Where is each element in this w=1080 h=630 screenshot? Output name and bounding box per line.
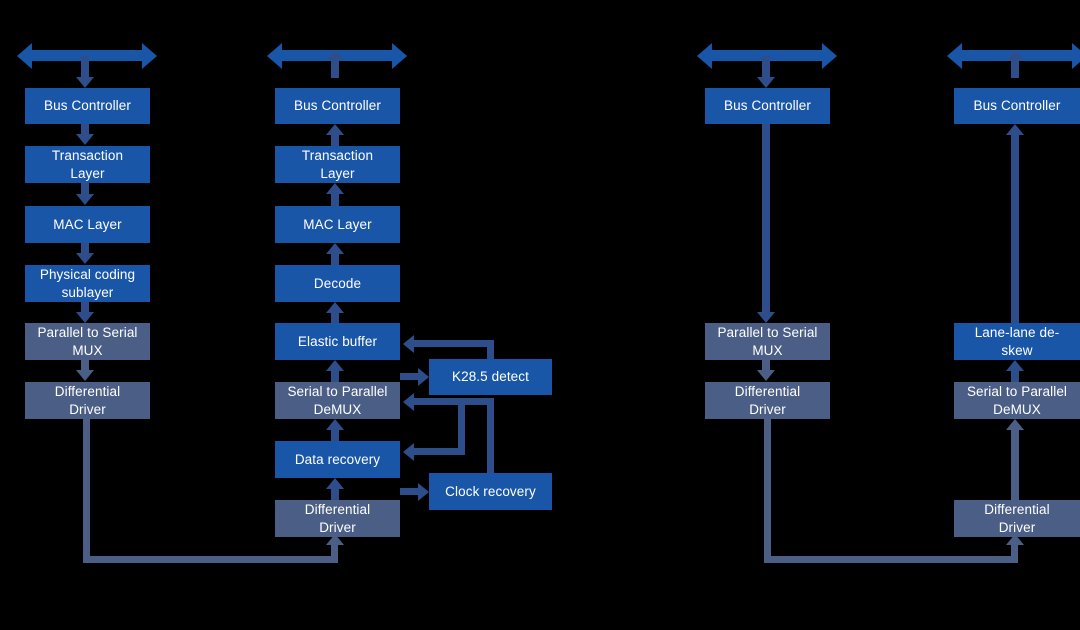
connector-k28-to-elastic-up	[487, 340, 494, 359]
block-parallel-to-serial-mux-col3[interactable]: Parallel to Serial MUX	[705, 323, 830, 360]
connector-c1-4	[81, 302, 89, 313]
bus-arrow-right-head-col2	[392, 42, 407, 69]
connector-c3-to-c4-across	[764, 556, 1018, 563]
connector-c2-7	[331, 489, 339, 500]
arrowhead-c1-2	[76, 194, 94, 205]
arrowhead-c1-4	[76, 312, 94, 323]
arrowhead-c2-4	[326, 302, 344, 313]
connector-c1-2	[81, 183, 89, 195]
block-lane-lane-de-skew-col4[interactable]: Lane-lane de- skew	[954, 323, 1080, 360]
arrowhead-c2-1	[326, 124, 344, 135]
arrowhead-c1-1	[76, 134, 94, 145]
connector-c3-to-c4-down	[764, 419, 771, 563]
connector-bus-to-bus-controller-col3	[762, 56, 770, 78]
connector-c1-to-c2-across	[83, 556, 338, 563]
block-k28-5-detect-col2[interactable]: K28.5 detect	[429, 359, 552, 395]
bus-arrow-right-head-col4	[1072, 42, 1080, 69]
block-data-recovery-col2[interactable]: Data recovery	[275, 441, 400, 478]
block-elastic-buffer-col2[interactable]: Elastic buffer	[275, 323, 400, 360]
block-differential-driver-col2[interactable]: Differential Driver	[275, 500, 400, 537]
bus-arrow-left-head-col2	[267, 42, 282, 69]
bus-arrow-bar-col3	[707, 50, 824, 61]
block-mac-layer-col2[interactable]: MAC Layer	[275, 206, 400, 243]
connector-c2-4	[331, 313, 339, 323]
connector-c1-1	[81, 124, 89, 135]
arrowhead-demux-to-k28-detect	[418, 367, 429, 386]
bus-arrow-left-head-col4	[947, 42, 962, 69]
arrowhead-bus-controller-to-bus-col4	[1006, 50, 1024, 61]
connector-bus-controller-to-bus-col4	[1011, 61, 1019, 78]
bus-arrow-bar-col1	[27, 50, 144, 61]
block-mac-layer-col1[interactable]: MAC Layer	[25, 206, 150, 243]
connector-c1-5	[81, 360, 89, 371]
connector-c2-5	[331, 371, 339, 382]
connector-c1-3	[81, 243, 89, 254]
connector-c2-6	[331, 430, 339, 441]
block-parallel-to-serial-mux-col1[interactable]: Parallel to Serial MUX	[25, 323, 150, 360]
arrowhead-bus-to-bus-controller-col3	[757, 77, 775, 88]
arrowhead-c1-5	[76, 370, 94, 381]
connector-clockrecovery-riser	[487, 398, 494, 473]
block-differential-driver-col1[interactable]: Differential Driver	[25, 382, 150, 419]
connector-c3-long-down	[762, 124, 770, 312]
connector-c4-2	[1011, 430, 1019, 500]
arrowhead-bus-controller-to-bus-col2	[326, 50, 344, 61]
block-bus-controller-col1[interactable]: Bus Controller	[25, 88, 150, 124]
block-clock-recovery-col2[interactable]: Clock recovery	[429, 473, 552, 510]
arrowhead-c2-2	[326, 183, 344, 194]
connector-c4-long-up	[1011, 135, 1019, 323]
arrowhead-c1-to-c2	[325, 534, 344, 545]
arrowhead-c2-7	[326, 478, 344, 489]
arrowhead-c4-2	[1006, 419, 1024, 430]
connector-clockrecovery-branch-down	[458, 398, 465, 452]
block-bus-controller-col2[interactable]: Bus Controller	[275, 88, 400, 124]
connector-c1-to-c2-down	[83, 419, 90, 563]
connector-c3-to-c4-up	[1011, 545, 1018, 563]
connector-bus-to-bus-controller-col1	[81, 56, 89, 78]
connector-clockrecovery-to-demux-across	[414, 398, 494, 405]
arrowhead-c3-1	[757, 370, 775, 381]
block-differential-driver-col4[interactable]: Differential Driver	[954, 500, 1080, 537]
connector-k28-to-elastic-across	[414, 340, 494, 347]
connector-c2-2	[331, 194, 339, 206]
arrowhead-c1-3	[76, 253, 94, 264]
connector-clockrecovery-to-datarecovery-across	[414, 448, 465, 455]
bus-arrow-left-head-col3	[697, 42, 712, 69]
arrowhead-k28-to-elastic	[403, 334, 414, 353]
connector-demux-to-k28-detect	[400, 373, 418, 380]
connector-c4-1	[1011, 371, 1019, 382]
arrowhead-c4-long-up	[1006, 124, 1024, 135]
block-serial-to-parallel-demux-col2[interactable]: Serial to Parallel DeMUX	[275, 382, 400, 419]
block-bus-controller-col4[interactable]: Bus Controller	[954, 88, 1080, 124]
arrowhead-clockrecovery-to-demux	[403, 392, 414, 411]
arrowhead-c2-6	[326, 419, 344, 430]
arrowhead-c3-long-down	[757, 312, 775, 323]
arrowhead-diffdriver-to-clockrecovery	[418, 482, 429, 501]
block-transaction-layer-col1[interactable]: Transaction Layer	[25, 146, 150, 183]
connector-c1-to-c2-up	[331, 545, 338, 563]
bus-arrow-left-head-col1	[17, 42, 32, 69]
arrowhead-c4-1	[1006, 360, 1024, 371]
bus-arrow-right-head-col3	[822, 42, 837, 69]
connector-bus-controller-to-bus-col2	[331, 61, 339, 78]
arrowhead-c3-to-c4	[1005, 534, 1024, 545]
block-transaction-layer-col2[interactable]: Transaction Layer	[275, 146, 400, 183]
connector-c2-3	[331, 254, 339, 265]
arrowhead-c2-5	[326, 360, 344, 371]
block-serial-to-parallel-demux-col4[interactable]: Serial to Parallel DeMUX	[954, 382, 1080, 419]
arrowhead-bus-to-bus-controller-col1	[76, 77, 94, 88]
connector-c2-1	[331, 135, 339, 146]
bus-arrow-right-head-col1	[142, 42, 157, 69]
block-physical-coding-sublayer-col1[interactable]: Physical coding sublayer	[25, 265, 150, 302]
connector-diffdriver-to-clockrecovery	[400, 488, 418, 495]
block-differential-driver-col3[interactable]: Differential Driver	[705, 382, 830, 419]
block-bus-controller-col3[interactable]: Bus Controller	[705, 88, 830, 124]
connector-c3-1	[762, 360, 770, 371]
block-decode-col2[interactable]: Decode	[275, 265, 400, 302]
arrowhead-c2-3	[326, 243, 344, 254]
arrowhead-clockrecovery-to-datarecovery	[403, 442, 414, 461]
